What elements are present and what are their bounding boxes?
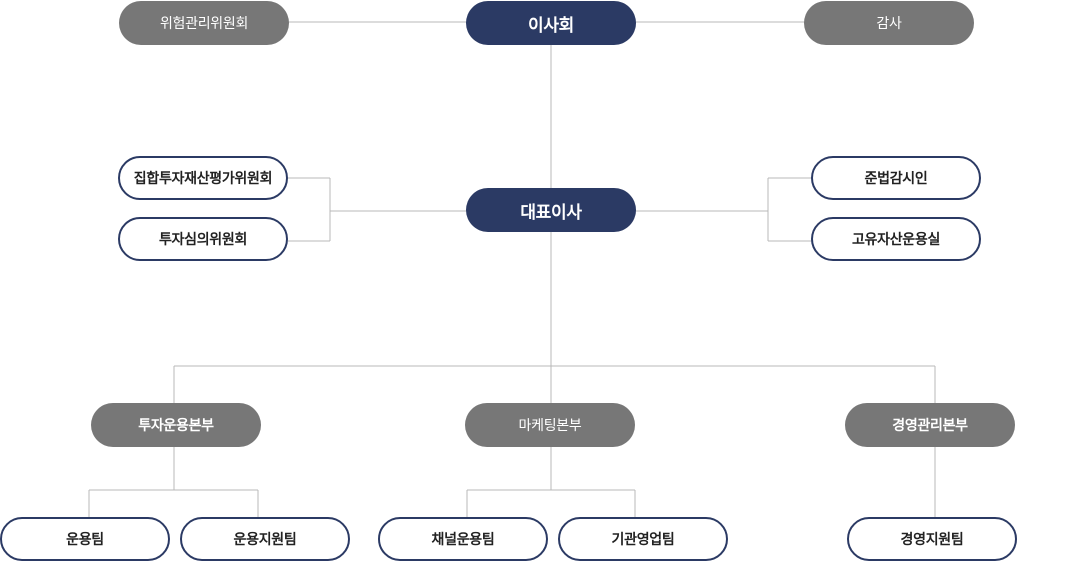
channel-operations-team-node: 채널운용팀 [378,517,548,561]
valuation-committee-node: 집합투자재산평가위원회 [118,156,288,200]
auditor-node: 감사 [804,1,974,45]
board-node: 이사회 [466,1,636,45]
investment-division-node: 투자운용본부 [91,403,261,447]
risk-committee-node: 위험관리위원회 [119,1,289,45]
operations-team-node: 운용팀 [0,517,170,561]
compliance-officer-node: 준법감시인 [811,156,981,200]
institutional-sales-team-node: 기관영업팀 [558,517,728,561]
management-division-node: 경영관리본부 [845,403,1015,447]
proprietary-team-node: 고유자산운용실 [811,217,981,261]
marketing-division-node: 마케팅본부 [465,403,635,447]
investment-committee-node: 투자심의위원회 [118,217,288,261]
ceo-node: 대표이사 [466,188,636,232]
management-support-team-node: 경영지원팀 [847,517,1017,561]
operations-support-team-node: 운용지원팀 [180,517,350,561]
